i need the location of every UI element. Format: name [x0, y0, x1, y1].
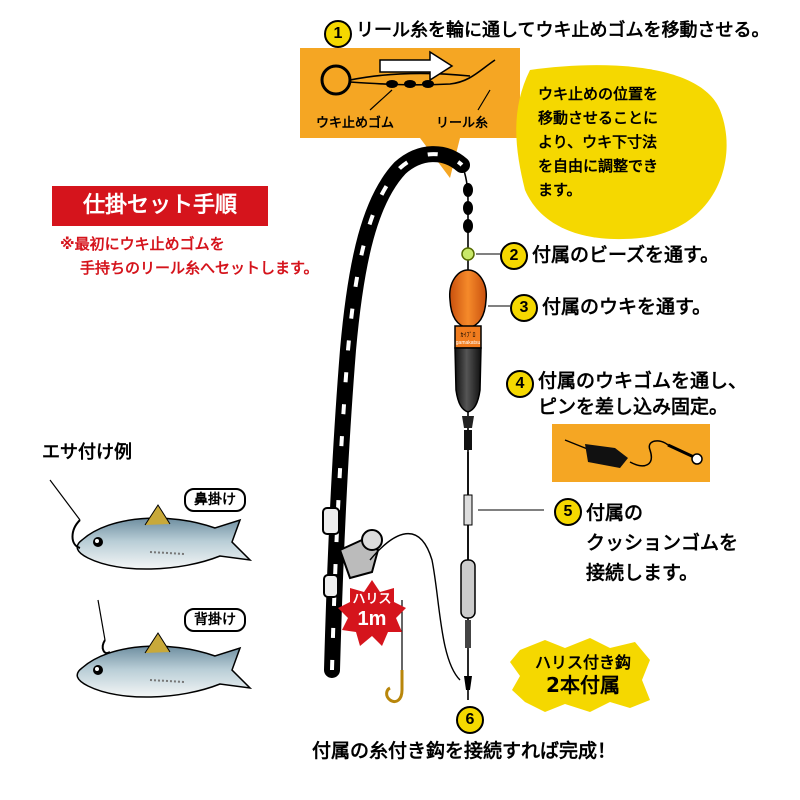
- fish-nose-hook: [49, 479, 253, 570]
- fish-back-hook: [76, 599, 253, 698]
- yellow-note-line-4: を自由に調整でき: [538, 157, 659, 175]
- step-3-text: 付属のウキを通す。: [542, 296, 712, 318]
- step-4-text: 付属のウキゴムを通し、 ピンを差し込み固定。: [538, 368, 747, 420]
- label-stopper-rubber: ウキ止めゴム: [316, 116, 395, 131]
- step-6-text: 付属の糸付き鈎を接続すれば完成！: [312, 740, 617, 762]
- step4-inset: [552, 424, 710, 482]
- harisu-burst: [338, 580, 406, 646]
- cushion-rubber-icon: [460, 452, 476, 648]
- back-hook-label: 背掛け: [184, 608, 246, 632]
- fishing-rod: [322, 146, 470, 678]
- step-number-3: 3: [510, 294, 538, 322]
- yellow-note-line-2: 移動させることに: [538, 109, 659, 127]
- harisu-label-1: ハリス: [352, 591, 392, 606]
- yellow-note-blob: [516, 65, 727, 240]
- hooks-note: ハリス付き鈎 2本付属: [516, 652, 650, 696]
- yellow-note-text: ウキ止めの位置を 移動させることに より、ウキ下寸法 を自由に調整でき ます。: [538, 82, 658, 202]
- step-number-2: 2: [500, 242, 528, 270]
- step-2-text: 付属のビーズを通す。: [532, 244, 720, 266]
- step-5-line-3: 接続します。: [586, 562, 699, 584]
- hooks-note-line-2: 2本付属: [546, 673, 620, 697]
- setup-note-line-1: ※最初にウキ止めゴムを: [60, 235, 225, 253]
- bead-icon: [461, 247, 475, 261]
- hooks-burst: [510, 638, 650, 712]
- label-reel-line: リール糸: [436, 116, 489, 131]
- step-1-text: リール糸を輪に通してウキ止めゴムを移動させる。: [356, 20, 770, 41]
- step-number-6: 6: [456, 706, 484, 734]
- float-rubber-icon: [462, 416, 474, 450]
- step-5-line-1: 付属の: [586, 502, 644, 524]
- harisu-label-2: 1m: [357, 608, 387, 630]
- step-number-5: 5: [554, 498, 582, 526]
- step1-mini-diagram: [320, 50, 496, 111]
- setup-note-line-2: 手持ちのリール糸へセットします。: [80, 259, 319, 277]
- yellow-note-line-1: ウキ止めの位置を: [538, 85, 659, 103]
- nose-hook-label: 鼻掛け: [184, 488, 246, 512]
- setup-procedure-banner: 仕掛セット手順: [52, 186, 268, 226]
- arrow-right-icon: [379, 50, 454, 82]
- float-icon: [449, 269, 487, 413]
- stopper-beads: [463, 183, 473, 233]
- step-5-line-2: クッションゴムを: [586, 532, 739, 554]
- float-print-2: gamakatsu: [455, 340, 481, 346]
- hooks: [385, 600, 472, 704]
- float-print-1: ｶｲﾌﾞﾛ: [460, 333, 476, 339]
- hooks-note-line-1: ハリス付き鈎: [534, 653, 631, 672]
- yellow-note-line-5: ます。: [538, 181, 582, 199]
- yellow-note-line-3: より、ウキ下寸法: [538, 133, 658, 151]
- step-number-1: 1: [324, 20, 352, 48]
- step-4-line-1: 付属のウキゴムを通し、: [538, 370, 748, 392]
- step-5-text: 付属の クッションゴムを 接続します。: [586, 498, 738, 588]
- main-line: [369, 164, 469, 700]
- step-number-4: 4: [506, 370, 534, 398]
- bait-heading: エサ付け例: [42, 442, 132, 463]
- step-4-line-2: ピンを差し込み固定。: [538, 396, 729, 418]
